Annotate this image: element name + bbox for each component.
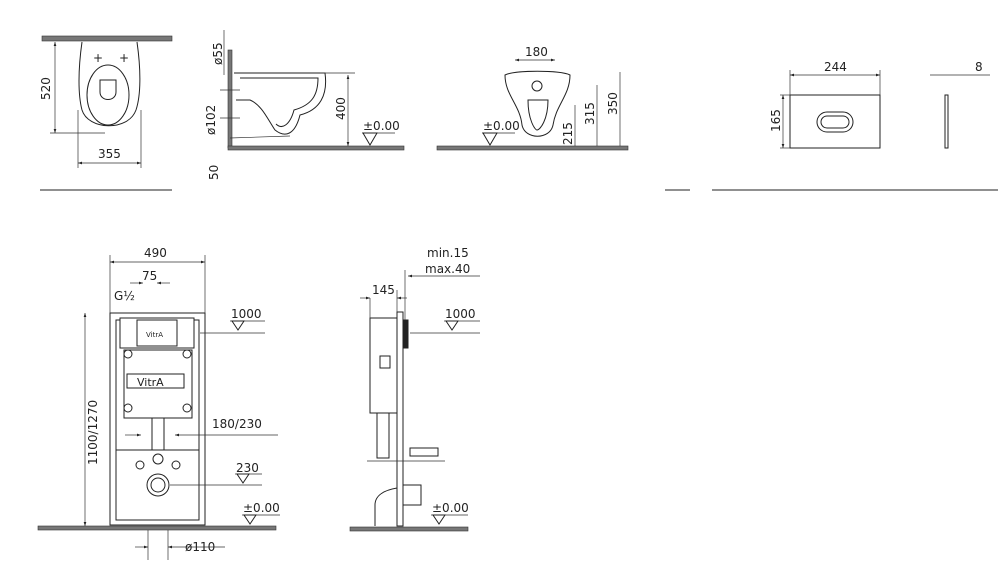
- dim-400: 400: [334, 97, 348, 120]
- dim-244: 244: [824, 60, 847, 74]
- seat: [86, 64, 130, 126]
- dim-8: 8: [975, 60, 983, 74]
- flush-plate: 244 165 8: [665, 60, 998, 191]
- floor-level: ±0.00: [363, 119, 400, 133]
- wall-min: min.15: [427, 246, 469, 260]
- dim-o55: ø55: [211, 42, 225, 65]
- dim-315: 315: [583, 102, 597, 125]
- dim-230: 230: [236, 461, 259, 475]
- dim-165: 165: [769, 109, 783, 132]
- dim-215: 215: [561, 122, 575, 145]
- floor-level: ±0.00: [483, 119, 520, 133]
- bowl-front: [504, 70, 571, 137]
- dim-490: 490: [144, 246, 167, 260]
- inlet-thread: G½: [114, 289, 135, 303]
- bowl-outline: [78, 41, 141, 127]
- floor-level: ±0.00: [432, 501, 469, 515]
- dim-350: 350: [606, 92, 620, 115]
- dim-355: 355: [98, 147, 121, 161]
- flush-height: 1000: [445, 307, 476, 321]
- fixing-mark: +: [119, 51, 129, 65]
- opening: [99, 79, 117, 100]
- frame-side: 145 min.15 max.40 1000 ±0.00: [349, 246, 480, 532]
- side-view: ø55 ø102 50 400 ±0.00: [204, 30, 405, 180]
- dim-1100-1270: 1100/1270: [86, 400, 100, 465]
- plan-view: + + 520 355: [39, 35, 173, 191]
- logo-large: VitrA: [137, 376, 164, 389]
- dim-75: 75: [142, 269, 157, 283]
- dim-50: 50: [207, 165, 221, 180]
- dim-o102: ø102: [204, 105, 218, 135]
- plate: [789, 94, 881, 149]
- logo-small: VitrA: [146, 331, 163, 339]
- wall-max: max.40: [425, 262, 470, 276]
- front-view: 180 215 315 350 ±0.00: [436, 45, 629, 151]
- dim-145: 145: [372, 283, 395, 297]
- dim-520: 520: [39, 77, 53, 100]
- flush-button: [820, 115, 850, 129]
- dim-180: 180: [525, 45, 548, 59]
- frame-front: VitrA VitrA 490 75 G½ 1100/1270 1000 180…: [37, 246, 280, 560]
- dim-180-230: 180/230: [212, 417, 262, 431]
- fixing-mark: +: [93, 51, 103, 65]
- flush-height: 1000: [231, 307, 262, 321]
- flush-plate-front: [136, 319, 178, 347]
- wall: [41, 35, 173, 42]
- bowl-profile: [234, 72, 327, 135]
- floor-level: ±0.00: [243, 501, 280, 515]
- dim-o110: ø110: [185, 540, 215, 554]
